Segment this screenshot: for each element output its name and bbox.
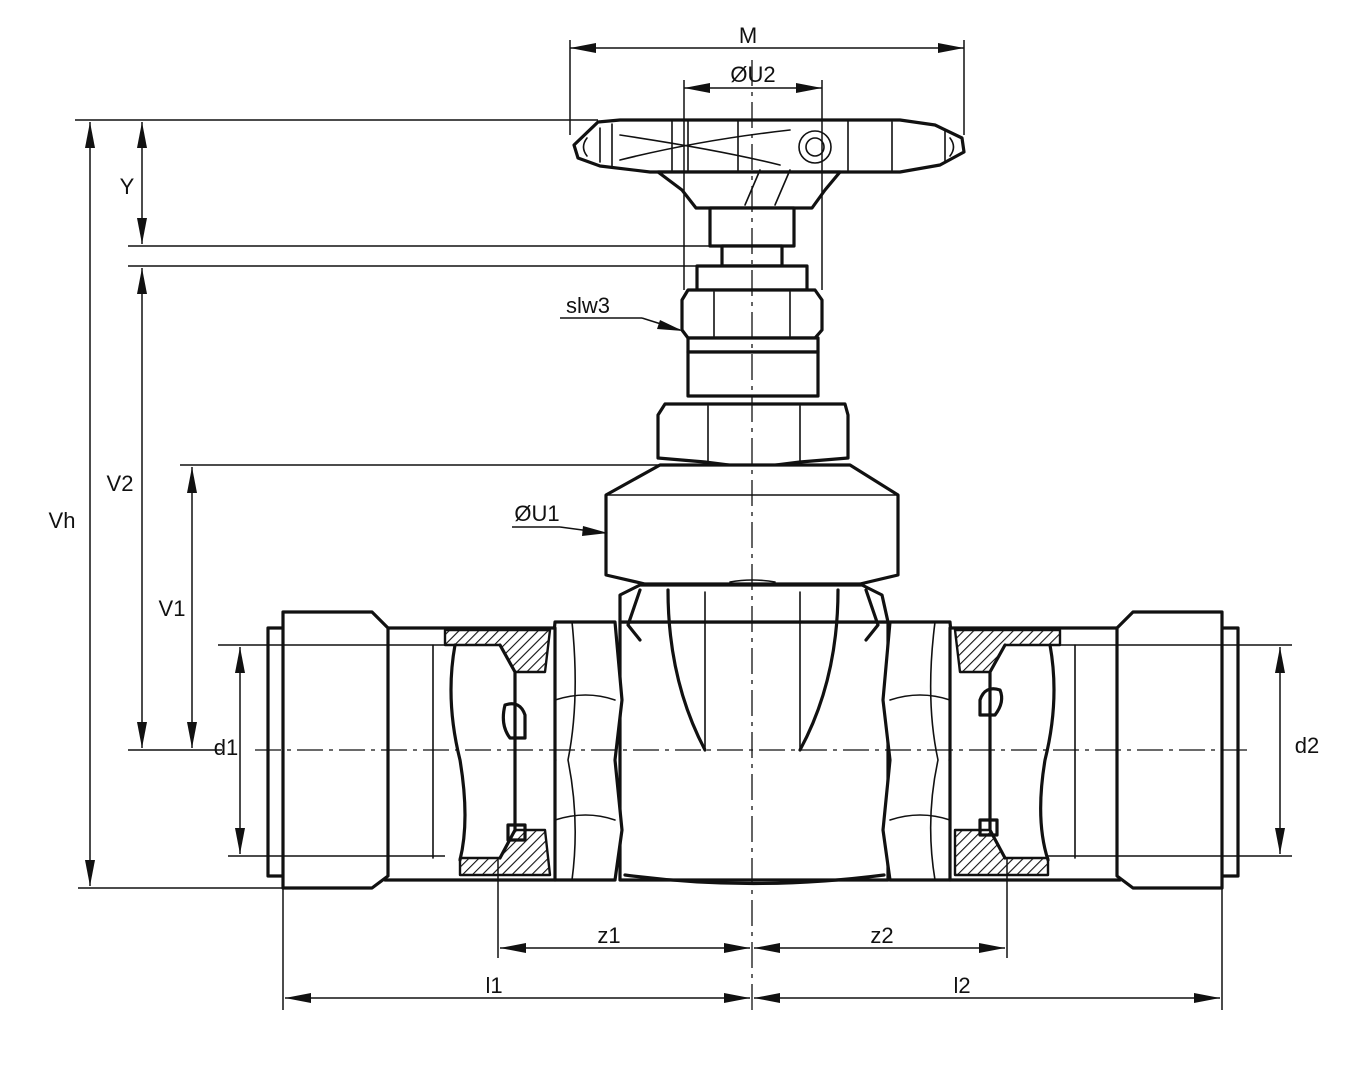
dimension-l2: l2 bbox=[754, 888, 1223, 1010]
handwheel bbox=[572, 118, 966, 210]
label-v2: V2 bbox=[107, 471, 134, 496]
left-press-fitting bbox=[266, 610, 557, 890]
center-lines bbox=[255, 60, 1250, 1015]
label-l2: l2 bbox=[953, 973, 970, 998]
dimension-z2: z2 bbox=[754, 858, 1008, 958]
label-z1: z1 bbox=[597, 923, 620, 948]
label-vh: Vh bbox=[49, 508, 76, 533]
dimension-m: M bbox=[569, 23, 965, 135]
dimension-vh: Vh bbox=[49, 122, 285, 889]
label-m: M bbox=[739, 23, 757, 48]
dimension-d1: d1 bbox=[214, 644, 445, 857]
label-u2: ØU2 bbox=[730, 62, 775, 87]
dimension-u2: ØU2 bbox=[683, 62, 823, 290]
dimension-v2: V2 bbox=[107, 265, 697, 748]
label-d1: d1 bbox=[214, 735, 238, 760]
label-y: Y bbox=[120, 174, 135, 199]
dimension-z1: z1 bbox=[497, 858, 750, 958]
label-l1: l1 bbox=[485, 973, 502, 998]
dimension-d2: d2 bbox=[1048, 644, 1319, 857]
valve-body bbox=[618, 583, 890, 886]
label-slw3: slw3 bbox=[566, 293, 610, 318]
dimension-y: Y bbox=[75, 119, 710, 247]
right-union-nut bbox=[881, 620, 959, 882]
label-z2: z2 bbox=[870, 923, 893, 948]
leader-slw3: slw3 bbox=[560, 293, 683, 331]
dimension-l1: l1 bbox=[282, 888, 750, 1010]
left-union-nut bbox=[546, 620, 624, 882]
label-d2: d2 bbox=[1295, 733, 1319, 758]
dimension-v1: V1 bbox=[128, 464, 660, 751]
leader-u1: ØU1 bbox=[512, 501, 608, 536]
label-u1: ØU1 bbox=[514, 501, 559, 526]
label-v1: V1 bbox=[159, 596, 186, 621]
